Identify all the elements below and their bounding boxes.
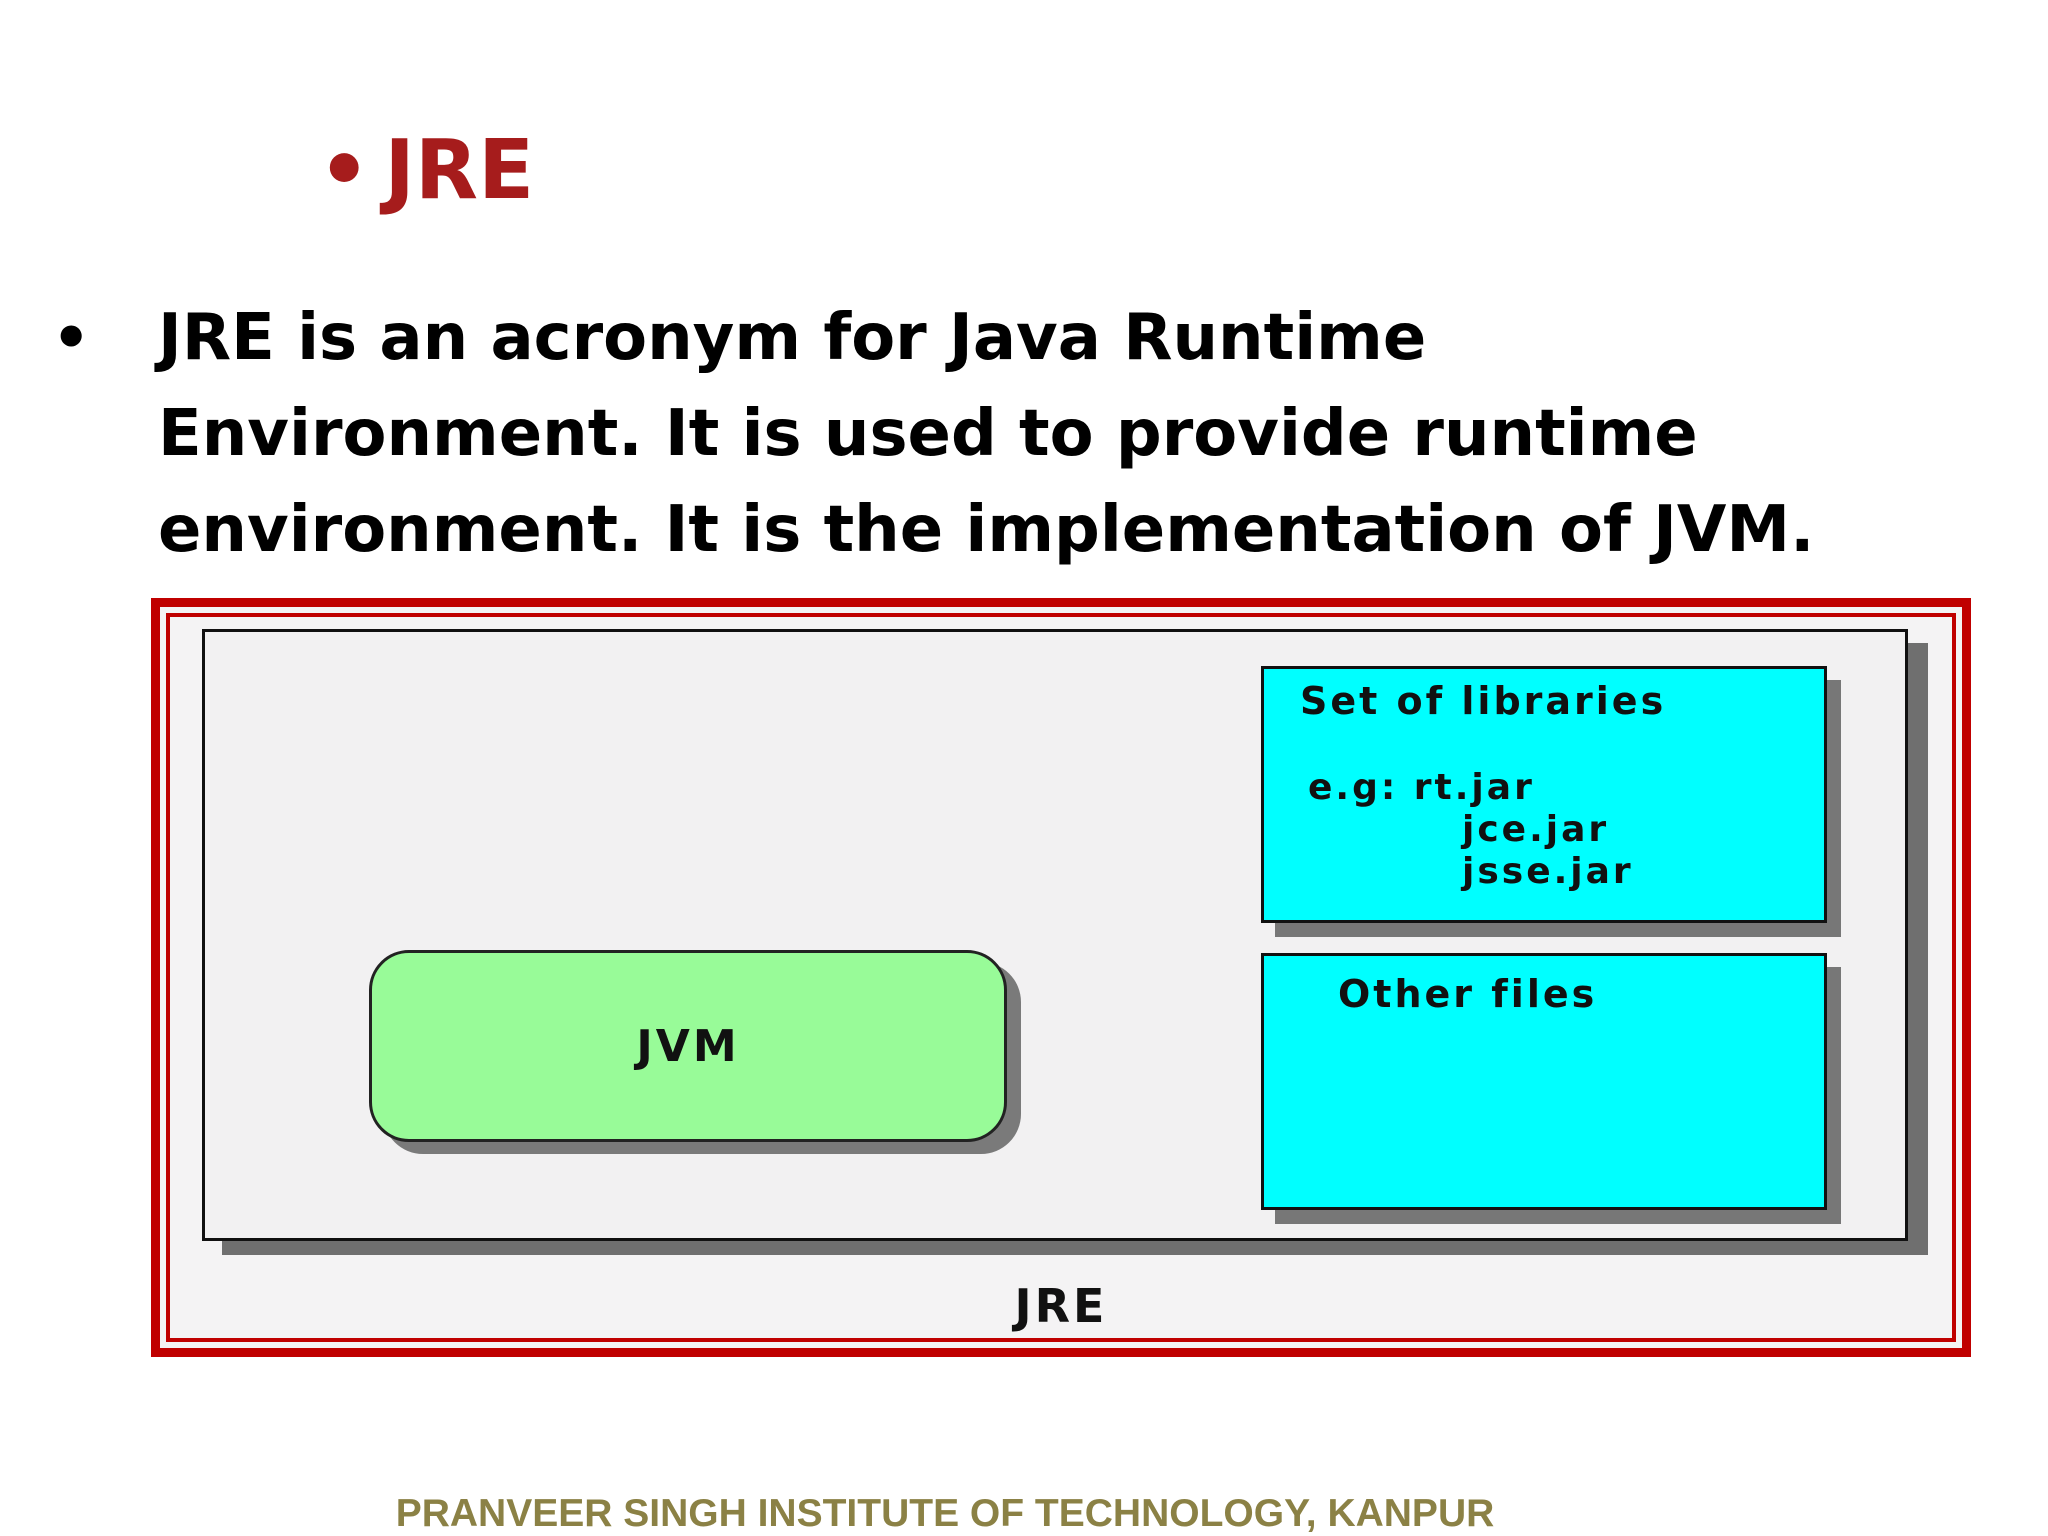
- libraries-example: e.g: rt.jar: [1308, 767, 1535, 808]
- library-item-jsse: jsse.jar: [1462, 851, 1634, 892]
- jre-container: Set of libraries e.g: rt.jar jce.jar jss…: [202, 629, 1908, 1241]
- diagram-frame-inner-border: [166, 613, 1956, 1342]
- body-bullet-item: • JRE is an acronym for Java Runtime Env…: [52, 290, 1992, 578]
- slide-title: • JRE: [318, 110, 534, 230]
- footer-institution: PRANVEER SINGH INSTITUTE OF TECHNOLOGY, …: [395, 1492, 1495, 1535]
- jvm-box: JVM: [369, 950, 1007, 1142]
- title-bullet: •: [318, 122, 371, 218]
- libraries-title: Set of libraries: [1300, 679, 1667, 723]
- library-item-jce: jce.jar: [1462, 809, 1610, 850]
- title-text: JRE: [384, 122, 535, 218]
- libraries-box: Set of libraries e.g: rt.jar jce.jar jss…: [1261, 666, 1827, 923]
- jre-diagram: Set of libraries e.g: rt.jar jce.jar jss…: [151, 598, 1971, 1357]
- other-files-box: Other files: [1261, 953, 1827, 1210]
- other-files-title: Other files: [1338, 972, 1598, 1016]
- body-bullet: •: [52, 303, 91, 373]
- jvm-label: JVM: [636, 1020, 740, 1072]
- body-text: JRE is an acronym for Java Runtime Envir…: [158, 301, 1815, 567]
- jre-container-label: JRE: [1014, 1279, 1108, 1333]
